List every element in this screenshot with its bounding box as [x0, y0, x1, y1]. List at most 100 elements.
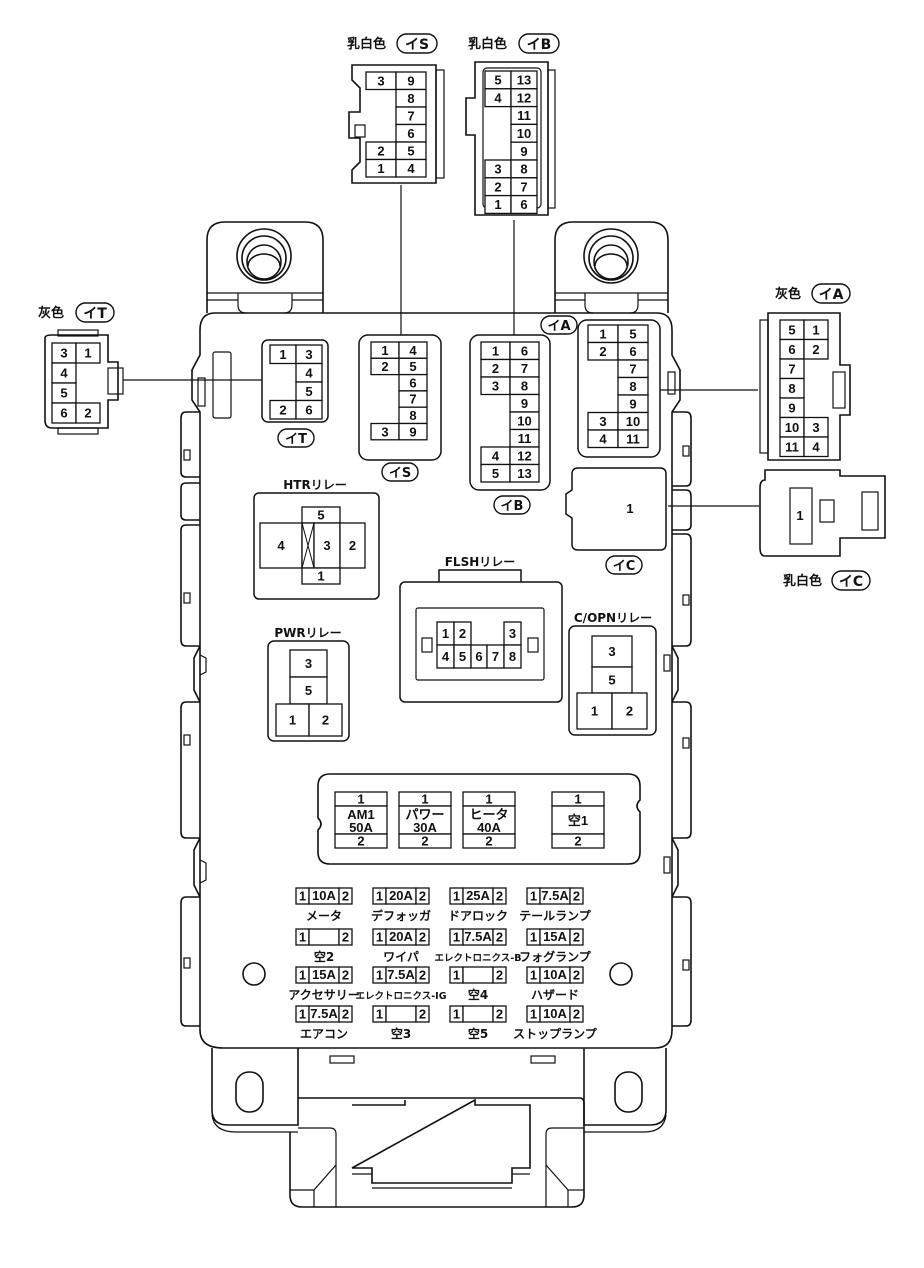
fuse-rating: 15A: [543, 929, 567, 944]
relay-pin-label: 2: [349, 538, 356, 553]
fuse-rating: 10A: [543, 1006, 567, 1021]
fuse-pin-box: [338, 887, 353, 905]
fuse-pin-label: 1: [530, 1006, 537, 1021]
fusible-link-pin-label: 2: [421, 833, 428, 848]
pin-cell-label: 8: [521, 378, 528, 393]
fusible-link-pin-box: [551, 833, 605, 849]
pin-cell-box: [75, 402, 101, 424]
svg-text:灰色: 灰色: [775, 286, 801, 302]
pin-cell: 2: [484, 177, 512, 197]
pin-cell: 10: [509, 411, 540, 431]
fuse-pin: 2: [415, 887, 430, 905]
pin-cell-label: 2: [84, 406, 91, 421]
fuse-rating: 25A: [466, 888, 490, 903]
ext-connector-IC: 1: [796, 508, 803, 523]
relay-flsh-title: FLSHリレー: [445, 555, 516, 569]
pin-cell: 9: [779, 397, 805, 419]
fuse-name: エレクトロニクス-IG: [356, 991, 447, 1002]
pin-cell-label: 8: [520, 162, 527, 177]
mount-hole-icon: [583, 228, 639, 284]
pin-cell-label: 1: [494, 197, 501, 212]
fuse-pin-label: 2: [573, 888, 580, 903]
relay-pin: 5: [289, 676, 328, 705]
fuse-pin: 1: [372, 928, 387, 946]
fuse-pin-label: 1: [530, 929, 537, 944]
pin-cell: 6: [617, 341, 649, 361]
pin-cell: 3: [484, 159, 512, 179]
pin-cell-label: 8: [629, 379, 636, 394]
pin-cell: 5: [51, 382, 77, 404]
fuse-pin: 1: [295, 1005, 310, 1023]
relay-pin-label: 3: [509, 626, 516, 641]
pin-cell: 6: [395, 123, 427, 143]
pin-cell-label: 10: [517, 413, 531, 428]
pin-cell: 2: [370, 357, 400, 376]
pin-cell: 12: [510, 88, 538, 108]
svg-text:イS: イS: [389, 466, 411, 481]
pin-cell: 2: [269, 399, 297, 420]
relay-pin-label: 5: [608, 673, 615, 688]
pin-cell-label: 9: [407, 73, 414, 88]
mount-hole-icon: [236, 228, 292, 284]
pin-cell: 5: [779, 319, 805, 341]
fuse-pin-label: 2: [419, 1006, 426, 1021]
fuse-name: アクセサリー: [288, 988, 359, 1002]
fuse-pin: 1: [372, 1005, 387, 1023]
pin-cell-label: 2: [279, 402, 286, 417]
relay-pin: 1: [301, 567, 341, 585]
pin-cell-label: 9: [520, 144, 527, 159]
relay-pin: 2: [339, 522, 366, 569]
relay-pin-box: [308, 703, 343, 737]
pin-cell-label: 6: [629, 344, 636, 359]
pin-cell-label: 7: [409, 392, 416, 407]
fuse-pin-label: 1: [299, 967, 306, 982]
label-ext-IA: 灰色 イA: [775, 283, 851, 304]
fuse-pin-box: [569, 1005, 584, 1023]
fuse-pin: 2: [492, 1005, 507, 1023]
fuse-pin-label: 2: [573, 929, 580, 944]
fuse-pin-label: 1: [376, 967, 383, 982]
fuse-name: エレクトロニクス-B: [435, 953, 522, 964]
relay-copn-title: C/OPNリレー: [574, 611, 652, 625]
fuse-pin: 2: [415, 928, 430, 946]
fuse-pin-box: [415, 887, 430, 905]
fusible-link-pin-label: 1: [421, 791, 428, 806]
pin-cell-box: [398, 422, 428, 441]
relay-pin: 2: [453, 621, 472, 646]
side-clips-right: [663, 411, 692, 1027]
pin-cell: 7: [398, 390, 428, 408]
pin-cell-label: 3: [381, 424, 388, 439]
block-connector-IC: 1: [626, 501, 633, 516]
pin-cell-label: 4: [409, 343, 417, 358]
pin-cell: 2: [803, 338, 829, 360]
pin-cell: 5: [295, 381, 323, 402]
fuse-name: デフォッガ: [371, 908, 431, 923]
pin-cell-label: 2: [599, 344, 606, 359]
pin-cell-label: 9: [409, 424, 416, 439]
fuse-pin-label: 1: [376, 929, 383, 944]
pin-cell: 3: [480, 376, 511, 396]
pin-cell-label: 4: [494, 90, 502, 105]
pin-cell: 9: [398, 422, 428, 441]
